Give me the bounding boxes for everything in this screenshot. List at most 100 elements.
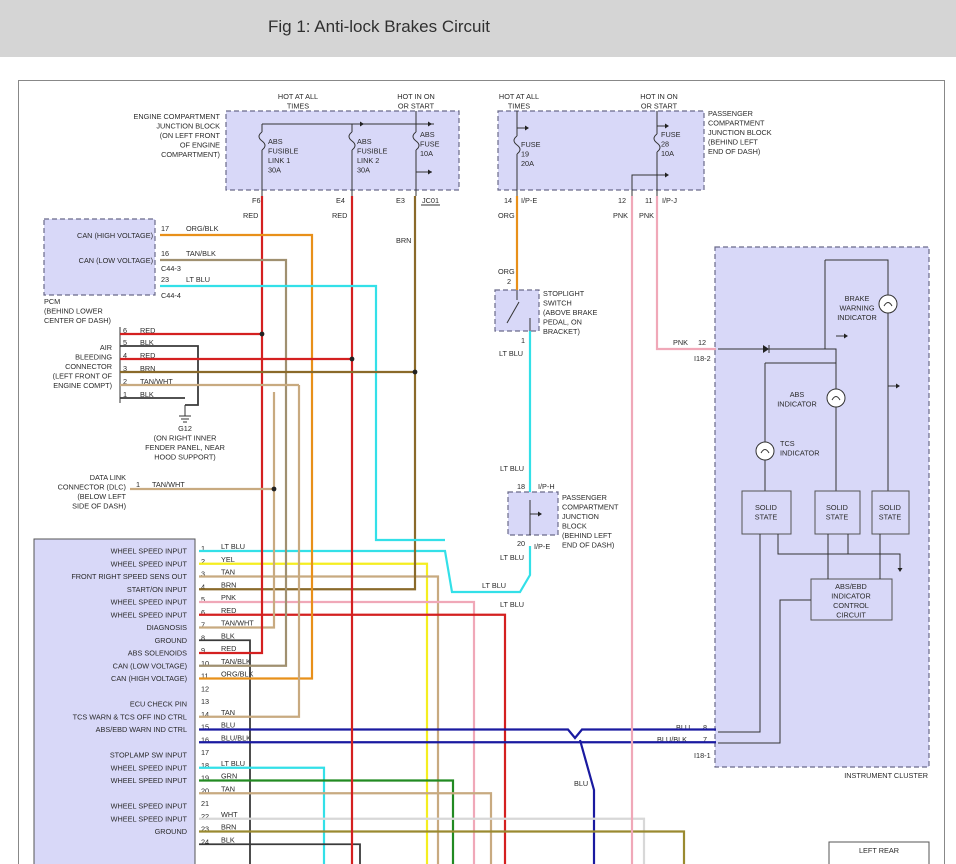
splice-dot [412,369,418,375]
abs-pin-number: 19 [201,774,209,783]
arrowhead [896,383,900,389]
air-wire-blk-5 [120,345,199,406]
trace [777,534,901,568]
pcm-label: (BEHIND LOWER [44,307,103,316]
wire-blu-branch [578,739,596,864]
pass-jb-label: PASSENGER [708,109,753,118]
passenger-junction-block [497,110,705,191]
stoplight-label: STOPLIGHT [543,289,585,298]
pass-jb2-label: BLOCK [562,522,587,531]
abs-pin-number: 24 [201,837,209,846]
solid-state-2-label: STATE [826,513,849,522]
abs-pin-label: WHEEL SPEED INPUT [111,559,188,568]
bulb-filament [831,396,841,401]
control-circuit-label: CONTROL [833,601,869,610]
air-pin: 3 [123,364,127,373]
air-connector-label: BLEEDING [75,353,112,362]
fuse-link-1-label: LINK 1 [268,156,290,165]
wire-label: ORG [498,211,515,220]
wire-label: YEL [221,555,235,564]
abs-pin-label: GROUND [155,827,187,836]
abs-pin-label: FRONT RIGHT SPEED SENS OUT [71,572,187,581]
pin-18: 18 [517,482,525,491]
wire-orgblk-11 [160,233,314,680]
cluster-trace [825,259,889,295]
wire-label: TAN/WHT [140,377,173,386]
air-pin: 1 [123,390,127,399]
abs-pin-number: 15 [201,723,209,732]
stoplight-label: SWITCH [543,299,572,308]
conn-I18-2: I18-2 [694,354,711,363]
abs-pin-number: 21 [201,799,209,808]
pcm-block [43,218,156,296]
wire-label: LT BLU [221,759,245,768]
pin-16: 16 [161,249,169,258]
pass-jb-label: COMPARTMENT [708,119,765,128]
pin-E4: E4 [336,196,345,205]
wire-label: RED [221,644,236,653]
fuse-link-2-label: ABS [357,137,372,146]
pass-jb2-label: JUNCTION [562,512,599,521]
wire-label: TAN/BLK [186,249,216,258]
air-connector-label: AIR [100,343,112,352]
wire-label: RED [243,211,258,220]
abs-pin-number: 17 [201,748,209,757]
fuse-28-label: FUSE [661,130,681,139]
wire-blk-8 [199,639,251,864]
abs-pin-number: 16 [201,735,209,744]
tcs-indicator-label: INDICATOR [780,449,819,458]
pin-E3: E3 [396,196,405,205]
tcs-indicator-label: TCS [780,439,795,448]
wire-ltblu-pcm [160,284,445,542]
bulb-icon [755,441,775,461]
abs-pin-label: WHEEL SPEED INPUT [111,610,188,619]
engine-jb-label: (ON LEFT FRONT [160,131,221,140]
wire-label: BRN [221,823,236,832]
bulb-icon [878,294,898,314]
air-connector-label: ENGINE COMPT) [53,381,112,390]
air-pin: 2 [123,377,127,386]
pin-17: 17 [161,224,169,233]
wire-blu-15 [199,728,716,740]
wire-label: RED [140,326,155,335]
abs-pin-number: 22 [201,812,209,821]
arrowhead [428,121,432,127]
engine-hot-all-label: HOT AT ALL [278,92,318,101]
air-pin: 5 [123,338,127,347]
dlc-label: DATA LINK [90,473,126,482]
control-circuit-label: CIRCUIT [836,611,866,620]
wire-label: BLU [676,723,690,732]
abs-pin-label: WHEEL SPEED INPUT [111,547,188,556]
fuse-link-2-label: FUSIBLE [357,147,388,156]
solid-state-1-label: STATE [755,513,778,522]
bulb-icon [826,388,846,408]
pass-jb-label: (BEHIND LEFT [708,138,758,147]
figure-header: Fig 1: Anti-lock Brakes Circuit [0,0,956,57]
solid-state-1 [741,490,792,535]
solid-state-2-label: SOLID [826,503,848,512]
abs-pin-number: 3 [201,570,205,579]
splice-dot [349,356,355,362]
arrowhead [360,121,364,127]
bulb-filament [883,302,893,307]
ground-g12-label: FENDER PANEL, NEAR [145,443,225,452]
abs-pin-label: GROUND [155,636,187,645]
fuse-element [258,131,266,151]
conn-IP-E: I/P-E [521,196,537,205]
wire-label: PNK [613,211,628,220]
pass-jb2-label: COMPARTMENT [562,503,619,512]
abs-pin-label: WHEEL SPEED INPUT [111,776,188,785]
fuse-19-label: FUSE [521,140,541,149]
trace [718,599,811,744]
brake-warning-label: BRAKE [845,294,870,303]
fuse-link-2-label: 30A [357,166,370,175]
abs-pin-label: WHEEL SPEED INPUT [111,763,188,772]
wire-label: LT BLU [500,600,524,609]
trace [718,534,761,733]
ground-icon [179,415,191,423]
abs-pin-label: WHEEL SPEED INPUT [111,814,188,823]
abs-pin-number: 6 [201,608,205,617]
wire-red-6 [199,613,507,864]
wire-label: WHT [221,810,238,819]
